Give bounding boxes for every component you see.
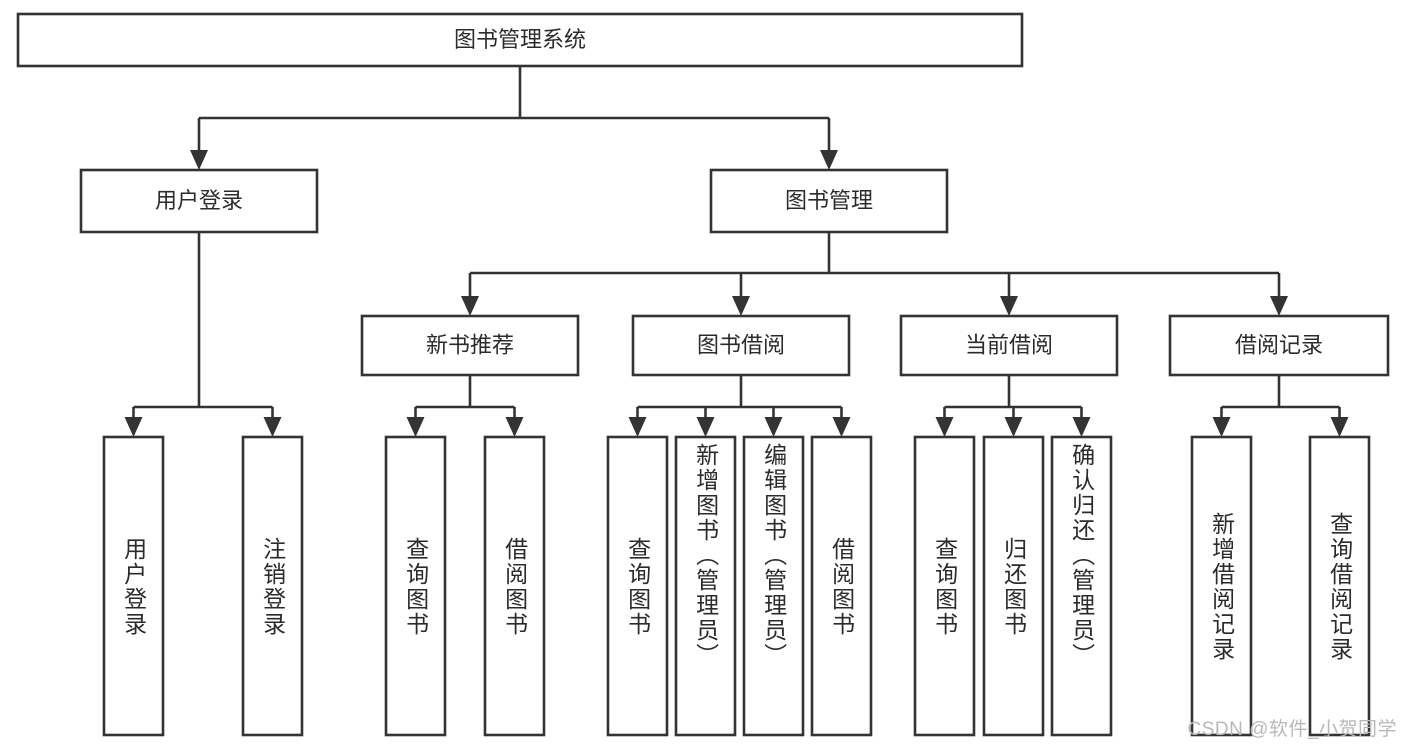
node-leaf-return-book[interactable] <box>982 435 1045 737</box>
arrow-head-book-borrow-0 <box>628 417 647 437</box>
node-leaf-query-book-current[interactable] <box>913 435 976 737</box>
node-current-borrow-label: 当前借阅 <box>965 332 1053 357</box>
arrow-head-level2-0 <box>190 150 208 170</box>
arrow-head-current-borrow-0 <box>935 417 954 437</box>
node-current-borrow[interactable] <box>899 314 1119 377</box>
node-borrow-record-label: 借阅记录 <box>1235 332 1323 357</box>
node-leaf-query-book-borrow[interactable] <box>606 435 669 737</box>
arrow-head-new-book-recommend-1 <box>505 417 524 437</box>
node-user-login-label: 用户登录 <box>155 188 243 213</box>
arrow-head-level3-0 <box>461 296 479 316</box>
arrow-head-level3-2 <box>1000 296 1018 316</box>
node-borrow-record[interactable] <box>1168 314 1390 377</box>
node-user-login[interactable] <box>79 168 319 234</box>
node-box-layer <box>16 12 1390 737</box>
node-leaf-query-book-recommend[interactable] <box>384 435 447 737</box>
arrow-head-current-borrow-1 <box>1004 417 1023 437</box>
node-leaf-borrow-book-recommend[interactable] <box>483 435 546 737</box>
arrow-head-borrow-record-1 <box>1330 417 1349 437</box>
node-leaf-borrow-book[interactable] <box>810 435 873 737</box>
arrow-head-book-borrow-3 <box>832 417 851 437</box>
node-root-label: 图书管理系统 <box>454 27 586 52</box>
node-book-borrow-label: 图书借阅 <box>697 332 785 357</box>
node-leaf-user-logout[interactable] <box>241 435 304 737</box>
arrow-head-level2-1 <box>820 150 838 170</box>
node-book-management-label: 图书管理 <box>785 188 873 213</box>
node-leaf-query-borrow-record[interactable] <box>1308 435 1371 737</box>
node-new-book-recommend[interactable] <box>360 314 580 377</box>
node-book-management[interactable] <box>709 168 949 234</box>
arrow-head-book-borrow-1 <box>696 417 715 437</box>
connector-layer <box>124 66 1349 437</box>
arrow-head-user-login-1 <box>263 417 282 437</box>
arrow-head-level3-3 <box>1270 296 1288 316</box>
arrow-head-level3-1 <box>732 296 750 316</box>
node-leaf-add-borrow-record[interactable] <box>1190 435 1253 737</box>
arrow-head-current-borrow-2 <box>1072 417 1091 437</box>
node-book-borrow[interactable] <box>631 314 851 377</box>
csdn-watermark: CSDN @软件_小贺同学 <box>1187 719 1397 740</box>
node-leaf-confirm-return[interactable] <box>1050 435 1113 737</box>
node-leaf-user-login[interactable] <box>102 435 165 737</box>
node-leaf-add-book[interactable] <box>674 435 737 737</box>
arrow-head-user-login-0 <box>124 417 143 437</box>
arrow-head-new-book-recommend-0 <box>406 417 425 437</box>
arrow-head-book-borrow-2 <box>764 417 783 437</box>
node-leaf-edit-book[interactable] <box>742 435 805 737</box>
arrow-head-borrow-record-0 <box>1212 417 1231 437</box>
node-root[interactable] <box>16 12 1024 68</box>
node-new-book-recommend-label: 新书推荐 <box>426 332 514 357</box>
